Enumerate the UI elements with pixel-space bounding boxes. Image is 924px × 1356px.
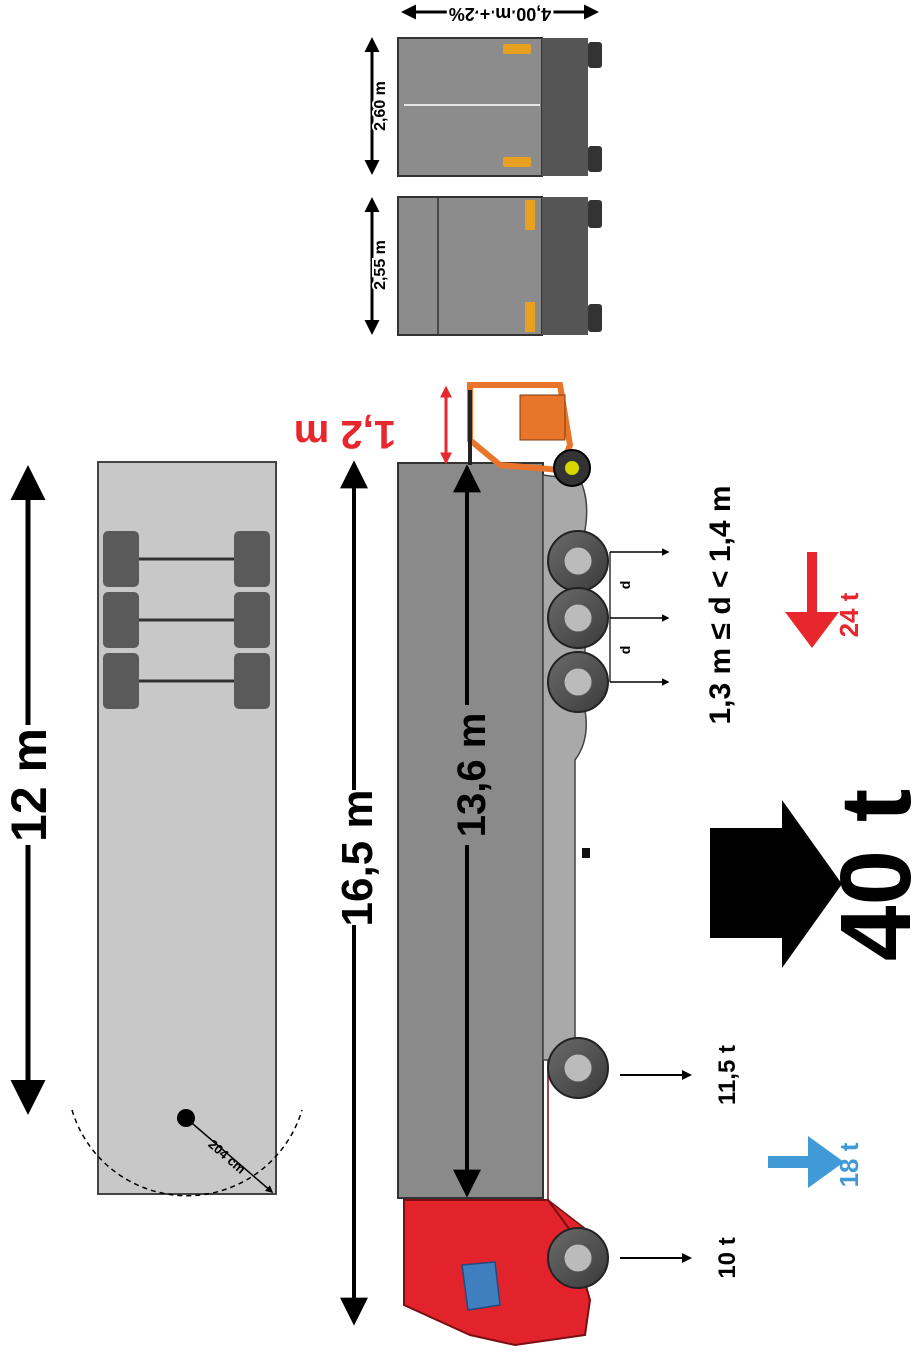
axle-gap-label-2: d	[617, 646, 633, 655]
trailer-plan-view: 204 cm	[71, 461, 303, 1197]
truck-side-view: 13,6 m	[397, 382, 609, 1347]
tridem-load-label: 24 t	[834, 592, 864, 637]
rear-width-dimension: 2,55 m	[364, 197, 391, 335]
axle-spacing-annotation: d d 1,3 m ≤ d < 1,4 m	[609, 485, 737, 725]
trailer-length-label: 12 m	[1, 728, 57, 842]
overhang-dimension: 1,2 m	[294, 385, 452, 465]
total-length-label: 16,5 m	[333, 790, 382, 927]
tridem-wheels	[547, 530, 609, 713]
forklift-icon	[467, 382, 591, 487]
axle-gap-label-1: d	[617, 581, 633, 590]
weight-arrow-icon	[782, 800, 842, 968]
weight-block-icon	[710, 828, 782, 938]
height-label: 4,00 m + 2%	[449, 4, 552, 24]
drive-axle-annotation: 11,5 t	[620, 1045, 741, 1105]
overhang-label: 1,2 m	[294, 412, 396, 456]
tridem-load-annotation: 24 t	[785, 552, 864, 648]
cab-window	[461, 1261, 501, 1311]
tractor-load-annotation: 18 t	[768, 1136, 864, 1188]
height-dimension: 4,00 m + 2%	[401, 2, 599, 27]
front-width-dimension: 2,60 m	[364, 37, 391, 175]
plan-axles	[103, 531, 270, 709]
turning-radius-line	[185, 1117, 274, 1193]
rear-width-label: 2,55 m	[372, 240, 389, 290]
total-weight-annotation: 40 t	[710, 789, 924, 968]
total-weight-label: 40 t	[820, 789, 924, 961]
total-length-dimension: 16,5 m	[333, 460, 382, 1326]
drive-axle-load-label: 11,5 t	[714, 1045, 741, 1105]
rear-view-front-unit	[397, 37, 602, 177]
tractor-cab	[403, 1199, 592, 1347]
trailer-length-dimension: 12 m	[1, 465, 57, 1115]
axle-spacing-label: 1,3 m ≤ d < 1,4 m	[704, 485, 737, 724]
front-axle-load-label: 10 t	[714, 1237, 741, 1278]
front-width-label: 2,60 m	[372, 81, 389, 131]
tractor-unit	[403, 1037, 609, 1347]
tractor-load-label: 18 t	[834, 1142, 864, 1187]
turning-radius-arc	[71, 1109, 303, 1197]
load-length-label: 13,6 m	[450, 713, 494, 838]
rear-view-trailer	[397, 196, 602, 336]
front-axle-annotation: 10 t	[620, 1237, 741, 1279]
